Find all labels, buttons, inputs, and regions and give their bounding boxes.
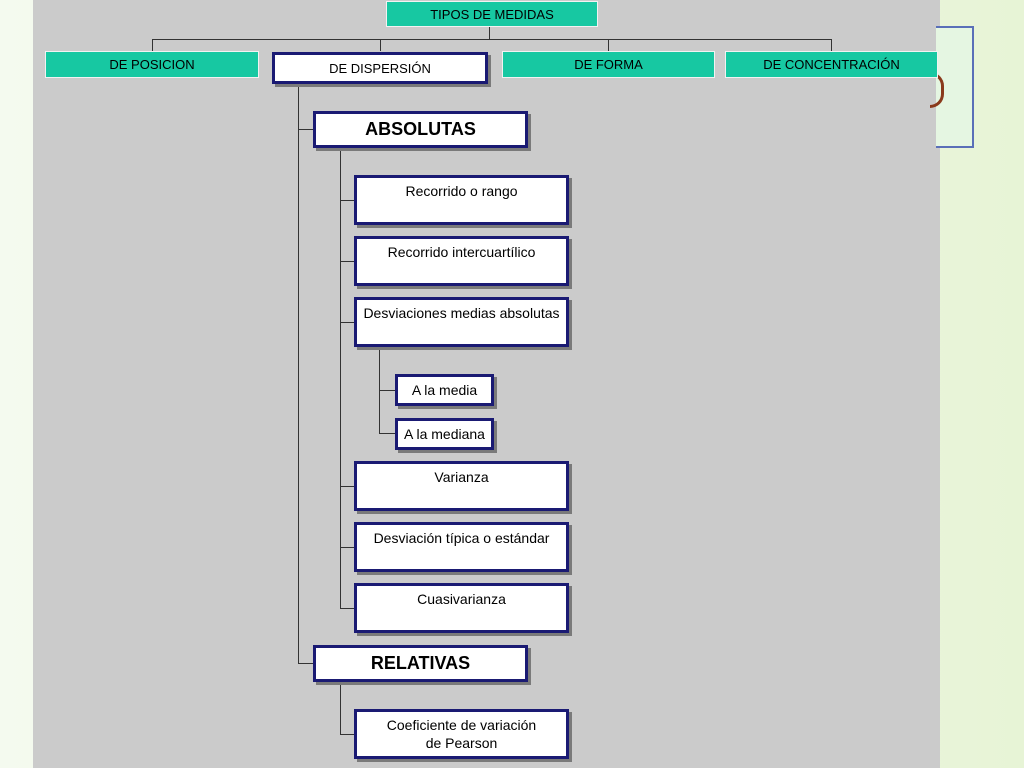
connector-absolutas: [298, 129, 314, 130]
root-node: TIPOS DE MEDIDAS: [386, 1, 598, 27]
measure-coeficiente-variacion: Coeficiente de variación de Pearson: [354, 709, 569, 759]
category-de-dispersion: DE DISPERSIÓN: [272, 52, 488, 84]
connector-item-6: [340, 608, 355, 609]
measure-a-la-mediana: A la mediana: [395, 418, 494, 450]
connector-relativas: [298, 663, 314, 664]
connector-dispersion: [380, 39, 381, 51]
connector-item-5: [340, 547, 355, 548]
measure-recorrido-rango: Recorrido o rango: [354, 175, 569, 225]
connector-relativas-item: [340, 734, 355, 735]
connector-sub-1: [379, 390, 396, 391]
connector-posicion: [152, 39, 153, 51]
group-absolutas: ABSOLUTAS: [313, 111, 528, 148]
measure-desviaciones-medias: Desviaciones medias absolutas: [354, 297, 569, 347]
connector-absolutas-trunk: [340, 148, 341, 609]
connector-concentracion: [831, 39, 832, 51]
connector-dispersion-trunk: [298, 84, 299, 664]
measure-recorrido-intercuartilico: Recorrido intercuartílico: [354, 236, 569, 286]
connector-item-3: [340, 322, 355, 323]
measure-a-la-media: A la media: [395, 374, 494, 406]
group-relativas: RELATIVAS: [313, 645, 528, 682]
connector-item-2: [340, 261, 355, 262]
connector-categories-bar: [152, 39, 832, 40]
measure-cuasivarianza: Cuasivarianza: [354, 583, 569, 633]
connector-root-stem: [489, 27, 490, 40]
connector-relativas-trunk: [340, 682, 341, 735]
connector-sub-2: [379, 433, 396, 434]
connector-forma: [608, 39, 609, 51]
measure-varianza: Varianza: [354, 461, 569, 511]
connector-item-1: [340, 200, 355, 201]
category-de-forma: DE FORMA: [502, 51, 715, 78]
measure-desviacion-tipica: Desviación típica o estándar: [354, 522, 569, 572]
category-de-posicion: DE POSICION: [45, 51, 259, 78]
category-de-concentracion: DE CONCENTRACIÓN: [725, 51, 938, 78]
connector-item-4: [340, 486, 355, 487]
